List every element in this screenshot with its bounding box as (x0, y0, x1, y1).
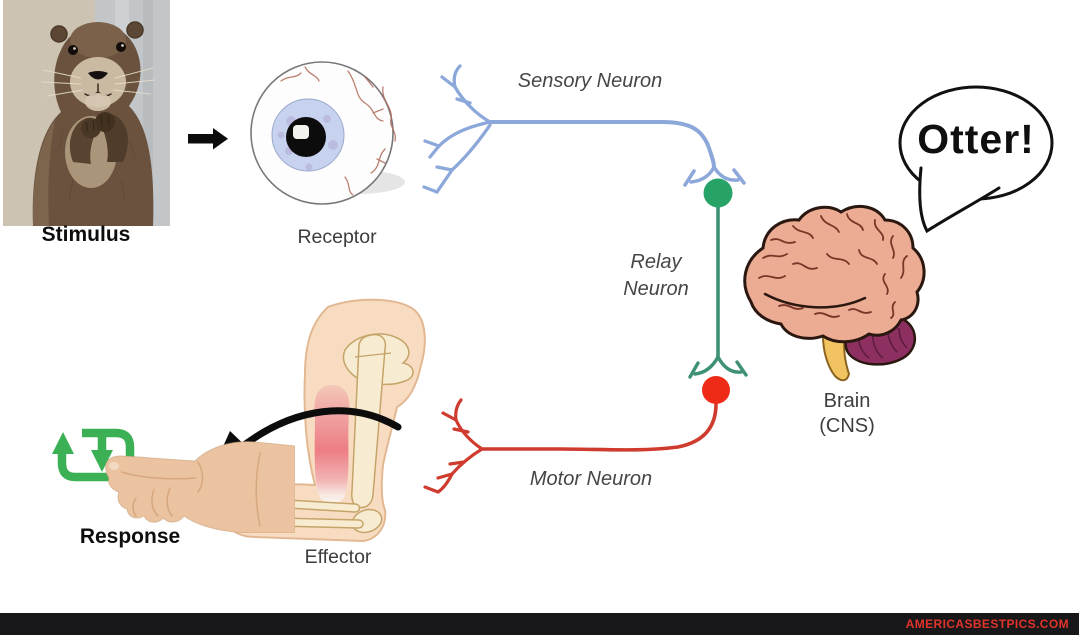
motor-soma (702, 376, 730, 404)
sensory-dendrites (422, 64, 492, 194)
otter-photo (3, 0, 170, 226)
relay-neuron-path (688, 205, 748, 379)
speech-bubble (898, 85, 1054, 234)
motor-neuron-label: Motor Neuron (529, 468, 653, 490)
sensory-neuron-path (422, 64, 746, 194)
relay-soma (703, 178, 733, 208)
stimulus-arrow-icon (188, 128, 228, 150)
brain-illustration (743, 204, 926, 382)
effector-label: Effector (304, 546, 372, 568)
receptor-label: Receptor (297, 226, 377, 248)
response-label: Response (79, 525, 181, 548)
sensory-neuron-label: Sensory Neuron (517, 70, 663, 92)
eye-receptor-illustration (250, 61, 405, 205)
relay-neuron-label: Relay Neuron (623, 251, 689, 300)
otter-photo-icon (3, 0, 170, 226)
motor-neuron-path (423, 398, 718, 494)
motor-dendrites (423, 398, 484, 494)
brain-gyri (758, 213, 908, 319)
stimulus-label: Stimulus (41, 223, 131, 246)
brain-cns-label: Brain (CNS) (819, 390, 875, 437)
watermark-text: AMERICASBESTPICS.COM (905, 617, 1069, 631)
bottom-bar: AMERICASBESTPICS.COM (0, 613, 1079, 635)
pointing-hand-photo (105, 441, 295, 533)
speech-text: Otter! (917, 116, 1035, 162)
